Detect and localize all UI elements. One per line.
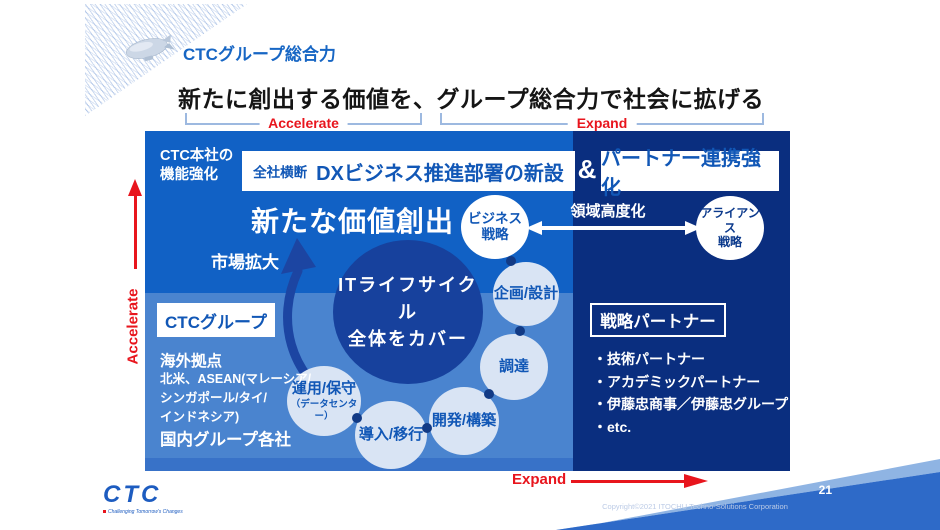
domestic-group-label: 国内グループ各社 (160, 431, 292, 449)
page-number: 21 (818, 483, 832, 497)
dx-division-title: DXビジネス推進部署の新設 (316, 162, 564, 185)
partner-list-item: ・アカデミックパートナー (593, 373, 761, 390)
domain-arrow-left-head (526, 221, 542, 235)
it-lifecycle-circle: ITライフサイクル全体をカバー (333, 240, 483, 384)
accelerate-axis-arrowhead (128, 179, 142, 196)
domain-advancement-label: 領域高度化 (570, 203, 646, 220)
deployment-bubble: 導入/移行 (355, 401, 427, 469)
market-expansion-label: 市場拡大 (211, 253, 279, 272)
slide-kicker: CTCグループ総合力 (183, 45, 336, 64)
ctc-logo-text: CTC (103, 481, 162, 508)
accelerate-bracket: Accelerate (185, 113, 422, 130)
connector-dot (352, 413, 362, 423)
copyright-text: Copyright©2021 ITOCHU Techno-Solutions C… (602, 502, 788, 511)
operation-bubble: 運用/保守 （データセンター） (287, 366, 361, 436)
dx-division-box: 全社横断 DXビジネス推進部署の新設 (242, 151, 575, 191)
strategic-partner-list: ・技術パートナー ・アカデミックパートナー ・伊藤忠商事／伊藤忠グループ ・et… (593, 348, 788, 439)
expand-axis-label: Expand (512, 471, 567, 488)
business-strategy-bubble: ビジネス戦略 (461, 195, 529, 259)
expand-axis-line (571, 480, 684, 483)
expand-bracket: Expand (440, 113, 764, 130)
strategic-partner-box: 戦略パートナー (590, 303, 726, 337)
bottom-edge-strip (145, 458, 573, 471)
slide-title: 新たに創出する価値を、グループ総合力で社会に拡げる (178, 86, 765, 112)
company-wide-badge: 全社横断 (253, 165, 308, 180)
partner-list-item: ・伊藤忠商事／伊藤忠グループ (593, 396, 789, 413)
accelerate-bracket-label: Accelerate (259, 116, 348, 130)
ampersand-label: & (577, 154, 597, 184)
connector-dot (484, 389, 494, 399)
connector-dot (422, 423, 432, 433)
expand-axis-arrowhead (684, 473, 708, 488)
expand-bracket-label: Expand (567, 116, 637, 130)
new-value-creation-label: 新たな価値創出 (251, 206, 455, 237)
ctc-group-box: CTCグループ (157, 303, 275, 337)
domain-arrow-line (541, 226, 685, 230)
overseas-bases-detail: 北米、ASEAN(マレーシア/ シンガポール/タイ/ インドネシア) (160, 372, 312, 424)
blimp-icon (126, 34, 175, 62)
plan-design-bubble: 企画/設計 (493, 262, 559, 326)
ctc-logo: CTC Challenging Tomorrow's Changes (103, 481, 183, 516)
connector-dot (506, 256, 516, 266)
ctc-logo-tagline: Challenging Tomorrow's Changes (103, 509, 183, 515)
partner-list-item: ・etc. (593, 419, 632, 436)
group-strength-diagram: CTC本社の機能強化 全社横断 DXビジネス推進部署の新設 & パートナー連携強… (145, 131, 790, 471)
alliance-strategy-bubble: アライアンス戦略 (696, 196, 764, 260)
overseas-bases-title: 海外拠点 (160, 353, 223, 370)
partner-list-item: ・技術パートナー (593, 351, 705, 367)
hq-strength-label: CTC本社の機能強化 (160, 148, 234, 183)
connector-dot (515, 326, 525, 336)
datacenter-sublabel: （データセンター） (290, 399, 358, 422)
accelerate-axis-line (134, 195, 137, 269)
footer-band-decoration (556, 459, 940, 530)
partner-strengthen-box: パートナー連携強化 (601, 148, 779, 199)
